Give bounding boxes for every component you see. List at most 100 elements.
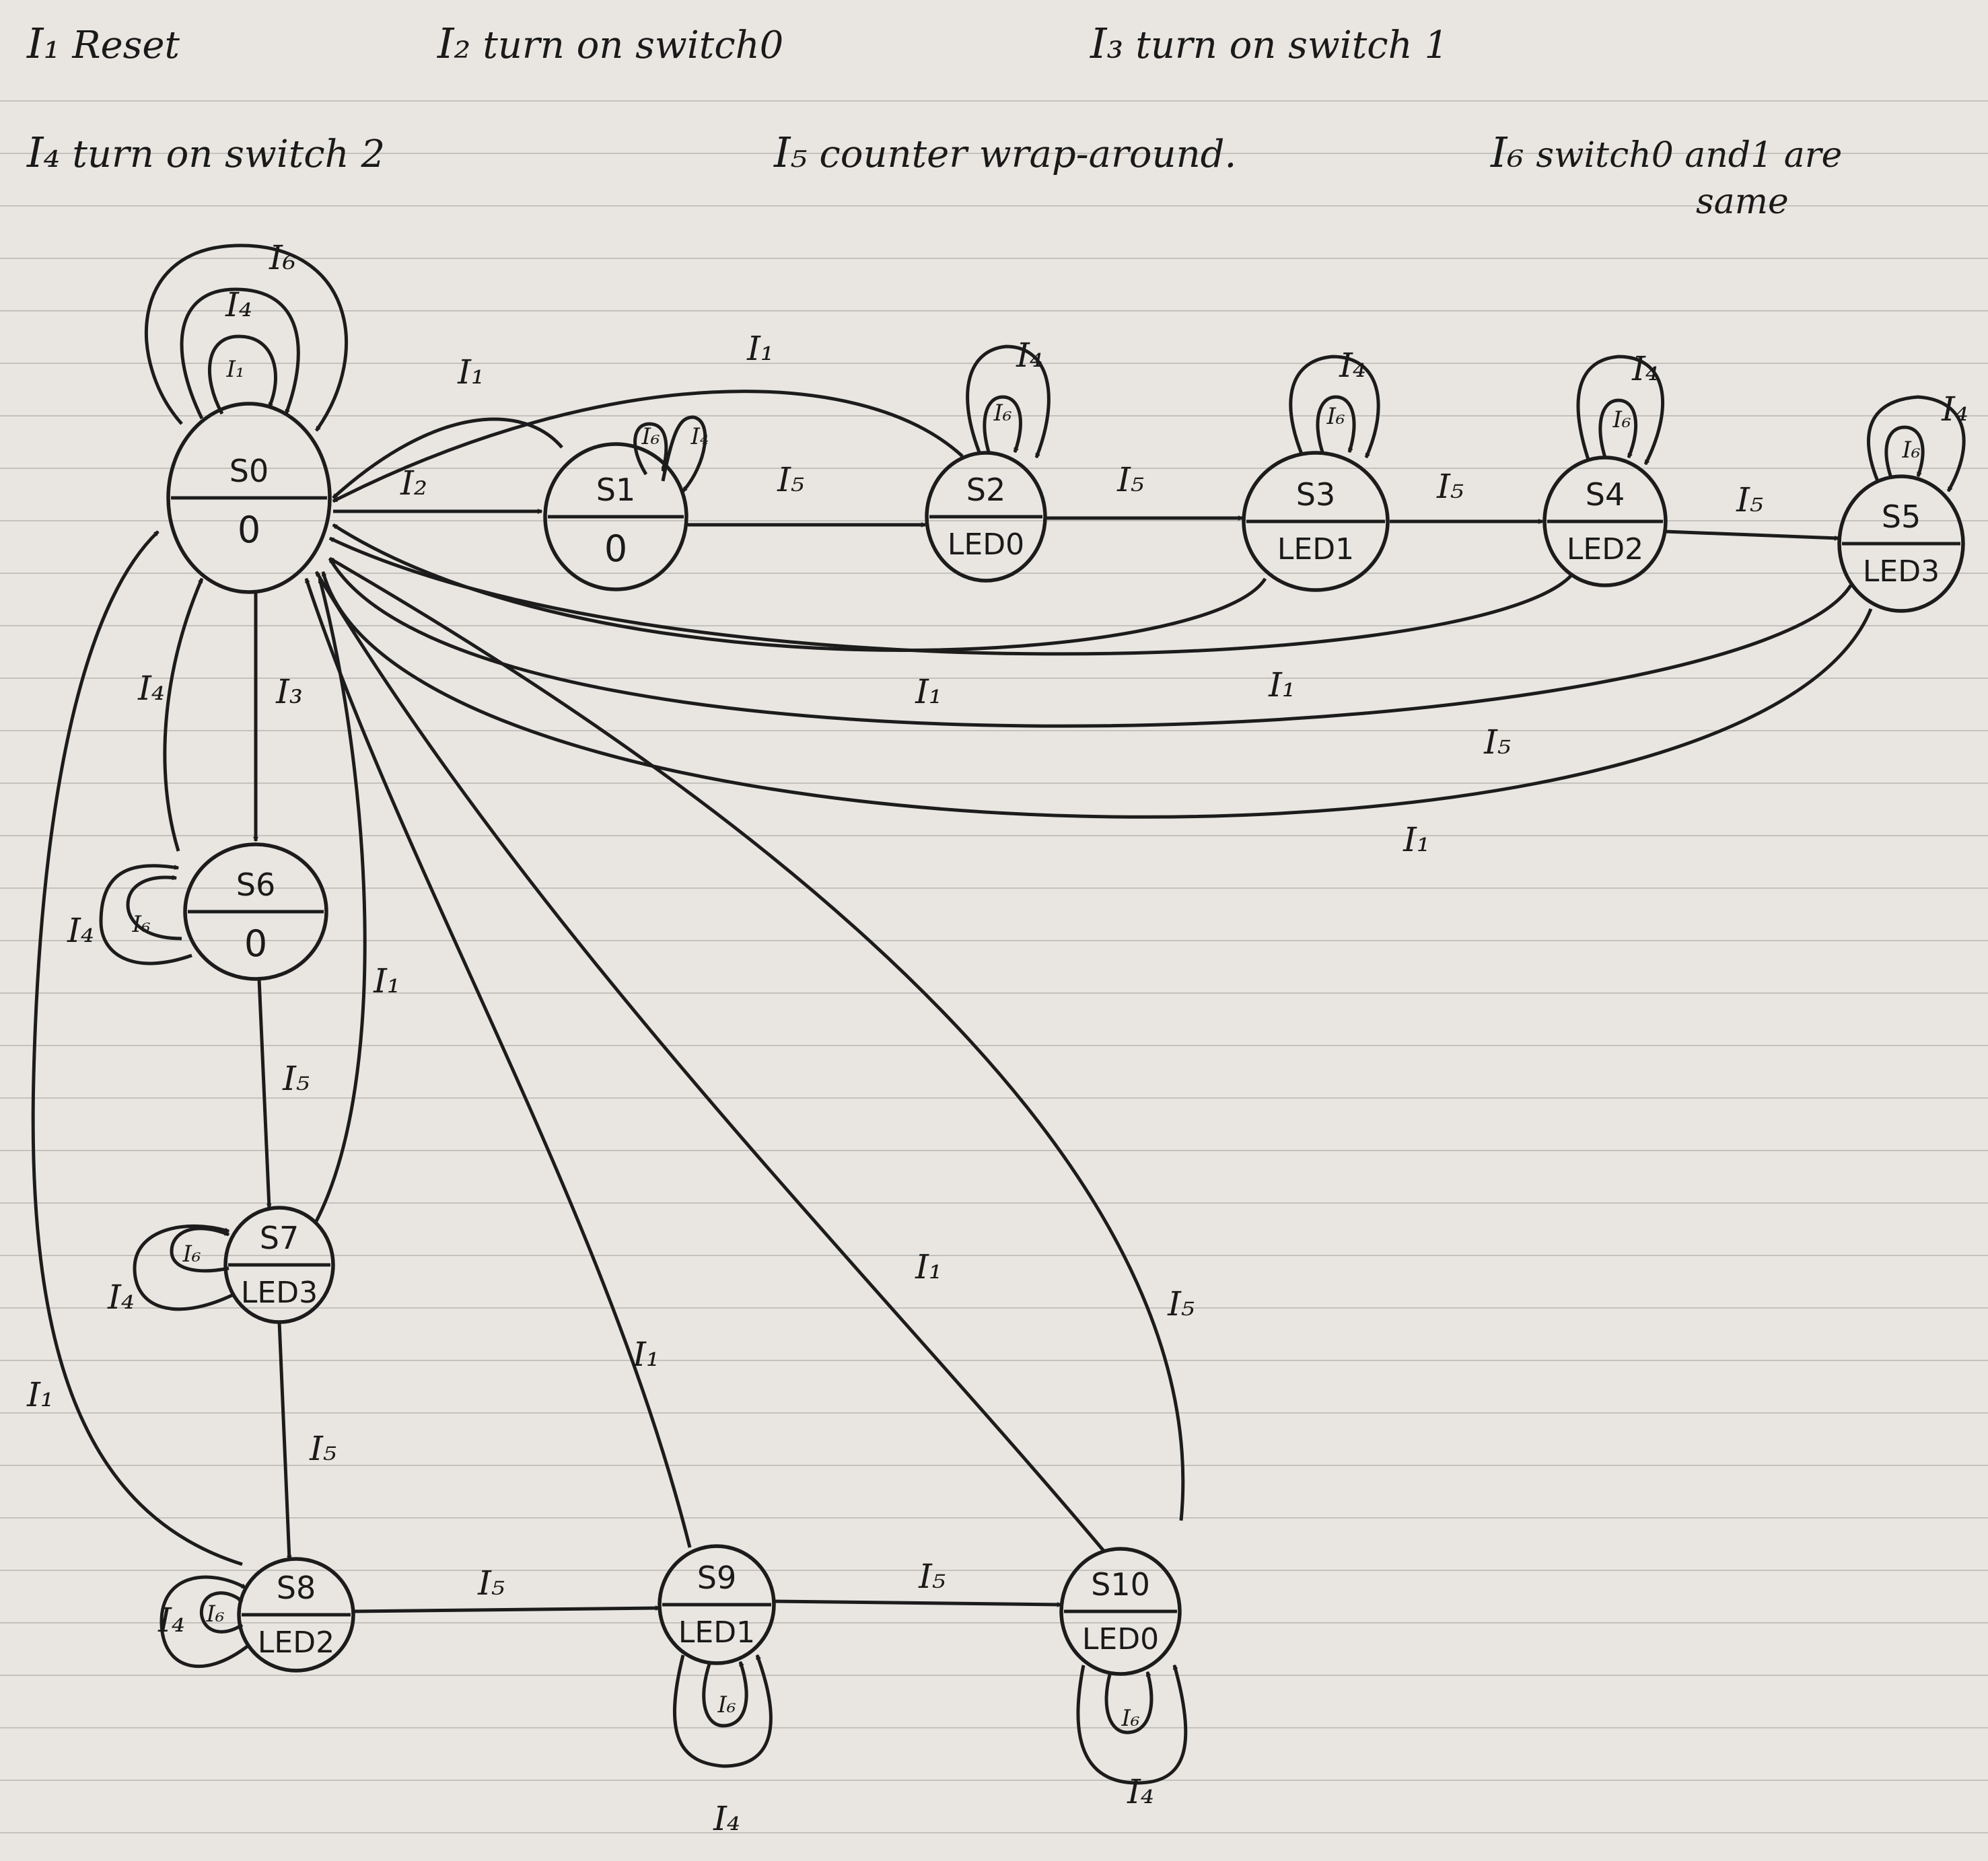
legend-text: counter wrap-around. xyxy=(819,133,1237,176)
transition-label: I₁ xyxy=(1403,820,1430,859)
transition-s4-to-s4-i4 xyxy=(1576,355,1665,464)
transition-label: I₅ xyxy=(309,1429,336,1468)
transition-label: I₄ xyxy=(1127,1772,1154,1811)
transition-label: I₁ xyxy=(457,353,485,392)
state-name: S8 xyxy=(277,1570,316,1606)
transition-s7-to-s7-i6 xyxy=(170,1227,229,1273)
transition-s6-to-s0-i4 xyxy=(163,579,204,852)
state-s0: S00 xyxy=(166,402,332,594)
state-output: LED2 xyxy=(1567,532,1643,567)
transition-label: I₅ xyxy=(1736,480,1763,519)
legend-code: I₂ xyxy=(437,19,471,68)
transition-label: I₆ xyxy=(1326,403,1345,430)
legend-code: I₆ xyxy=(1491,128,1524,177)
transition-s2-to-s0-i1 xyxy=(333,390,964,503)
state-name: S3 xyxy=(1296,476,1335,513)
transition-label: I₂ xyxy=(400,464,427,503)
transition-s0-to-s0-i6 xyxy=(144,244,348,431)
legend-text: Reset xyxy=(72,24,180,67)
transition-label: I₅ xyxy=(1116,460,1144,499)
transition-s5-to-s5-i4 xyxy=(1867,395,1966,491)
transition-label: I₁ xyxy=(1268,665,1295,704)
transition-label: I₅ xyxy=(918,1557,946,1596)
transition-label: I₅ xyxy=(777,460,804,499)
state-circle xyxy=(543,442,688,591)
transition-label: I₁ xyxy=(746,329,774,368)
state-circle xyxy=(1837,474,1965,613)
state-name: S6 xyxy=(236,867,275,903)
transition-label: I₅ xyxy=(477,1564,505,1603)
transition-s6-to-s7-i5 xyxy=(257,978,269,1208)
transition-s10-to-s10-i4 xyxy=(1076,1665,1188,1785)
legend-entry-i2: I₂ turn on switch0 xyxy=(437,19,783,68)
transition-s10-to-s0-i1 xyxy=(314,572,1105,1552)
state-s1: S10 xyxy=(543,442,688,591)
transition-s4-to-s5-i5 xyxy=(1665,530,1839,538)
state-output: LED3 xyxy=(1863,554,1940,589)
state-circle xyxy=(166,402,332,594)
transition-s6-to-s6-i6 xyxy=(126,877,182,941)
transition-label: I₆ xyxy=(205,1601,224,1628)
transition-s1-to-s0-i1 xyxy=(332,417,563,499)
transition-label: I₄ xyxy=(67,911,94,950)
transition-label: I₆ xyxy=(1121,1705,1139,1732)
transition-s0-to-s0-i1 xyxy=(208,334,278,415)
state-circle xyxy=(1242,451,1390,592)
state-name: S7 xyxy=(260,1220,299,1256)
legend-entry-i1: I₁ Reset xyxy=(27,19,180,68)
transition-label: I₅ xyxy=(1483,723,1511,762)
transition-label: I₆ xyxy=(1612,406,1631,433)
transition-s2-to-s2-i6 xyxy=(983,395,1022,455)
transition-label: I₆ xyxy=(1901,437,1920,464)
state-output: LED1 xyxy=(1277,532,1354,567)
state-circle xyxy=(223,1206,335,1324)
legend-text: switch0 and1 are xyxy=(1536,135,1843,176)
transition-label: I₄ xyxy=(713,1799,740,1838)
legend-text: turn on switch 1 xyxy=(1135,24,1449,67)
transition-s1-to-s1-i6 xyxy=(633,422,668,476)
transition-label: I₄ xyxy=(1339,346,1366,385)
transition-s4-to-s4-i6 xyxy=(1598,398,1638,458)
transition-s5-to-s0-i1 xyxy=(321,572,1873,819)
transition-s8-to-s9-i5 xyxy=(353,1608,660,1613)
transition-label: I₄ xyxy=(690,423,709,450)
state-output: 0 xyxy=(238,509,260,551)
legend-text: turn on switch0 xyxy=(483,24,784,67)
transition-s5-to-s0-i5 xyxy=(328,558,1853,728)
transition-s3-to-s3-i4 xyxy=(1289,355,1380,458)
transition-label: I₄ xyxy=(1631,349,1659,388)
transition-s9-to-s9-i4 xyxy=(673,1655,773,1768)
legend-code: I₅ xyxy=(774,128,808,177)
state-name: S9 xyxy=(697,1560,736,1596)
state-name: S1 xyxy=(596,472,635,508)
transition-label: I₄ xyxy=(225,285,252,324)
transition-s9-to-s10-i5 xyxy=(773,1599,1061,1605)
transition-s0-to-s0-i4 xyxy=(180,287,300,420)
transition-s5-to-s5-i6 xyxy=(1884,425,1925,478)
transition-label: I₄ xyxy=(107,1278,135,1317)
legend-entry-i6-continued: same xyxy=(1696,182,1789,222)
transition-s7-to-s8-i5 xyxy=(277,1321,289,1560)
transition-s4-to-s0-i1 xyxy=(330,536,1573,656)
transition-label: I₅ xyxy=(1436,467,1464,506)
transition-label: I₆ xyxy=(182,1241,201,1268)
legend-code: I₁ xyxy=(27,19,61,68)
transition-s7-to-s7-i4 xyxy=(133,1224,234,1311)
transition-s8-to-s8-i6 xyxy=(199,1591,244,1634)
state-circle xyxy=(237,1557,355,1673)
legend-entry-i6: I₆ switch0 and1 are xyxy=(1491,128,1842,177)
transition-label: I₁ xyxy=(373,961,400,1000)
transition-label: I₄ xyxy=(1016,336,1043,375)
transition-label: I₁ xyxy=(225,356,244,383)
state-output: LED1 xyxy=(678,1615,755,1650)
state-circle xyxy=(925,451,1047,583)
